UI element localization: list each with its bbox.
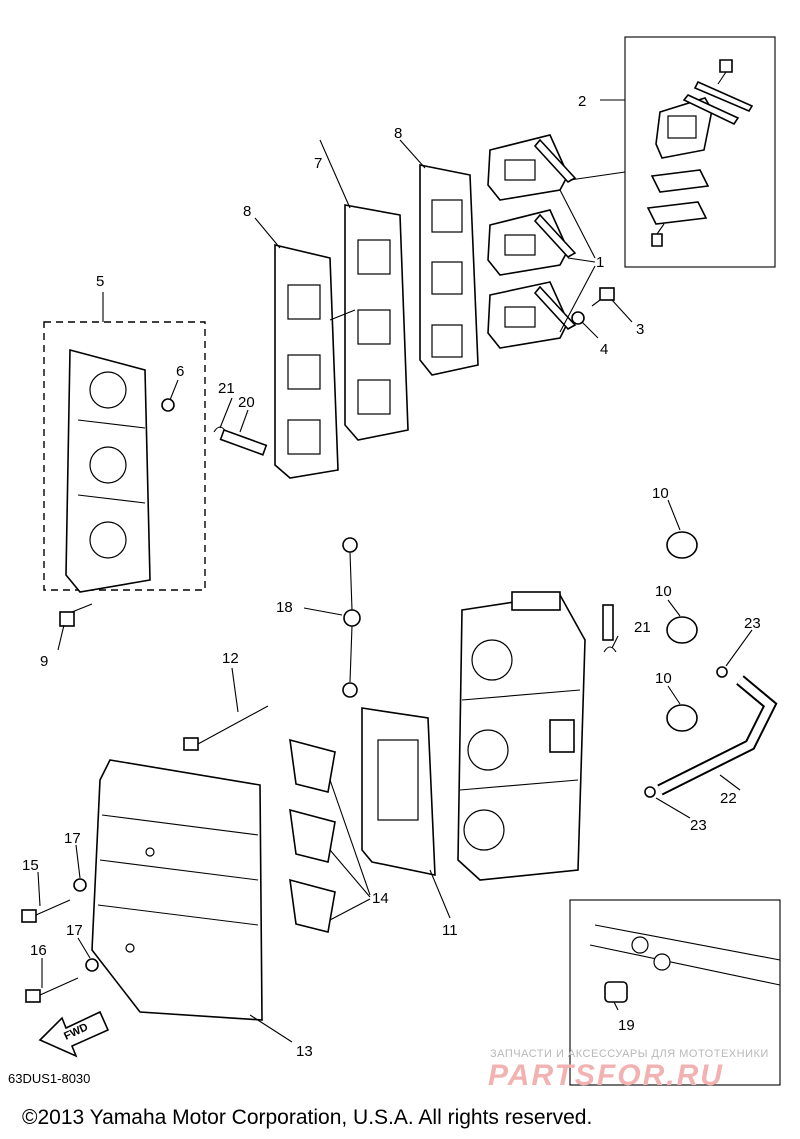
label-part-17-lower: 17 [66,922,83,939]
nut-part-6 [161,398,175,412]
label-part-8-front: 8 [243,203,251,220]
gasket-center [344,204,409,441]
label-part-10-top: 10 [652,485,669,502]
o-ring-10-top [666,531,698,559]
label-part-13: 13 [296,1043,313,1060]
label-part-15: 15 [22,857,39,874]
reed-valve-detail [646,59,754,247]
silencer-cover-part-13 [91,759,263,1021]
seal-part-14-bottom [289,878,336,933]
label-part-6: 6 [176,363,184,380]
label-part-9: 9 [40,653,48,670]
link-rod-part-18 [342,537,361,698]
washer-part-17-upper [73,878,87,892]
o-ring-10-middle [666,616,698,644]
leader-lines [37,99,753,1043]
label-part-10-bottom: 10 [655,670,672,687]
label-part-4: 4 [600,341,608,358]
hose-part-20 [219,428,268,456]
bolt-part-3 [591,287,615,307]
label-part-19: 19 [618,1017,635,1034]
reed-valve-block-lower [487,281,577,349]
carburetor-assembly [457,591,586,881]
label-part-7: 7 [314,155,322,172]
clip-part-21-lower [603,646,617,653]
label-part-2: 2 [578,93,586,110]
seal-part-14-top [289,738,336,793]
gasket-rear [419,164,479,376]
fwd-arrow: FWD [38,1010,110,1058]
label-part-18: 18 [276,599,293,616]
screw-part-9 [59,603,93,627]
washer-part-4 [571,311,585,325]
washer-part-17-lower [85,958,99,972]
diagram-code: 63DUS1-8030 [8,1071,90,1086]
watermark-brand: PARTSFOR.RU [488,1059,724,1092]
label-part-21-upper: 21 [218,380,235,397]
reed-valve-detail-frame [624,36,776,268]
reed-valve-block-middle [487,209,577,276]
clip-part-23-lower [644,786,656,798]
label-part-10-middle: 10 [655,583,672,600]
seal-part-14-middle [289,808,336,863]
clip-part-23-upper [716,666,728,678]
label-part-1: 1 [596,254,604,271]
part-number-labels: 1 2 3 4 5 6 7 8 8 9 10 10 10 11 12 13 14… [22,93,761,1060]
plug-detail [589,924,781,1003]
reed-valve-assembly [65,348,151,593]
bolt-part-12 [183,705,269,751]
fitting-part-21 [602,604,614,641]
watermark-tagline: ЗАПЧАСТИ И АКСЕССУАРЫ ДЛЯ МОТОТЕХНИКИ [490,1048,769,1060]
label-part-11: 11 [442,922,458,939]
label-part-22: 22 [720,790,737,807]
screw-part-15 [21,899,71,923]
gasket-front [274,243,339,479]
screw-part-16 [25,977,79,1003]
label-part-23-lower: 23 [690,817,707,834]
reed-valve-block-upper [487,134,577,201]
label-part-20: 20 [238,394,255,411]
copyright-notice: ©2013 Yamaha Motor Corporation, U.S.A. A… [22,1106,592,1129]
label-part-8-rear: 8 [394,125,402,142]
label-part-14: 14 [372,890,389,907]
label-part-16: 16 [30,942,47,959]
gasket-part-11-opening [377,739,419,821]
label-part-5: 5 [96,273,104,290]
label-part-17-upper: 17 [64,830,81,847]
plug-detail-frame [569,899,781,1086]
label-part-12: 12 [222,650,239,667]
label-part-21-lower: 21 [634,619,651,636]
hose-part-22-core [658,676,775,794]
label-part-3: 3 [636,321,644,338]
o-ring-10-bottom [666,704,698,732]
label-part-23-upper: 23 [744,615,761,632]
